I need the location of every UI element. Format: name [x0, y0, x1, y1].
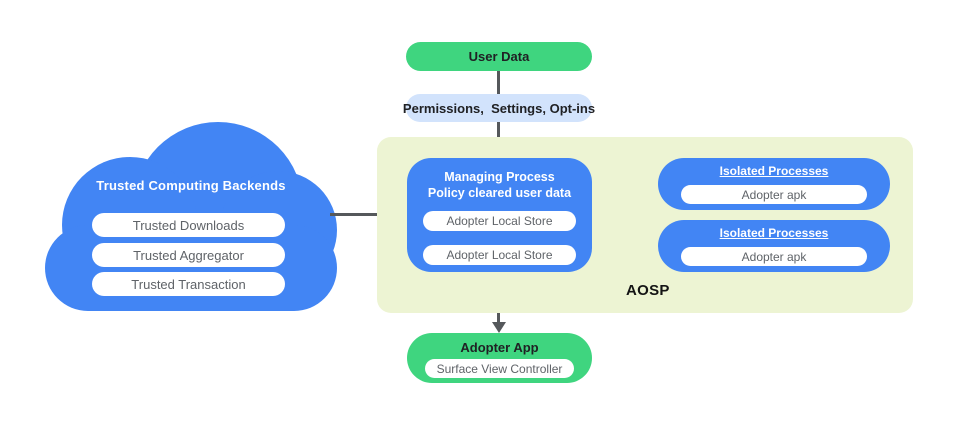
adopter-app-title: Adopter App	[460, 340, 539, 355]
managing-process-title-line2: Policy cleared user data	[427, 186, 572, 200]
user-data-node: User Data	[406, 42, 592, 71]
cloud-item-trusted-aggregator: Trusted Aggregator	[92, 243, 285, 267]
isolated-process-title: Isolated Processes	[719, 164, 829, 178]
cloud-item-trusted-transaction: Trusted Transaction	[92, 272, 285, 296]
adopter-app-node: Adopter App Surface View Controller	[407, 333, 592, 383]
managing-process-title-line1: Managing Process	[444, 170, 555, 184]
cloud-item-trusted-downloads: Trusted Downloads	[92, 213, 285, 237]
isolated-process-node: Isolated Processes Adopter apk	[658, 220, 890, 272]
aosp-container: AOSP Managing Process Policy cleared use…	[377, 137, 913, 313]
surface-view-controller-pill: Surface View Controller	[425, 359, 574, 378]
isolated-process-title: Isolated Processes	[719, 226, 829, 240]
connector-cloud-to-aosp	[330, 213, 407, 216]
aosp-label: AOSP	[626, 282, 670, 299]
arrow-down-icon	[492, 322, 506, 333]
adopter-local-store-pill: Adopter Local Store	[423, 211, 576, 231]
managing-process-node: Managing Process Policy cleared user dat…	[407, 158, 592, 272]
cloud-shape-base	[45, 225, 337, 311]
adopter-apk-pill: Adopter apk	[681, 185, 867, 204]
cloud-title: Trusted Computing Backends	[96, 178, 286, 193]
isolated-process-node: Isolated Processes Adopter apk	[658, 158, 890, 210]
managing-process-title: Managing Process Policy cleared user dat…	[407, 169, 592, 201]
trusted-computing-cloud: Trusted Computing Backends Trusted Downl…	[45, 122, 337, 311]
connector-userdata-to-permissions	[497, 70, 500, 95]
permissions-settings-optins-node: Permissions, Settings, Opt-ins	[403, 94, 595, 122]
adopter-apk-pill: Adopter apk	[681, 247, 867, 266]
adopter-local-store-pill: Adopter Local Store	[423, 245, 576, 265]
